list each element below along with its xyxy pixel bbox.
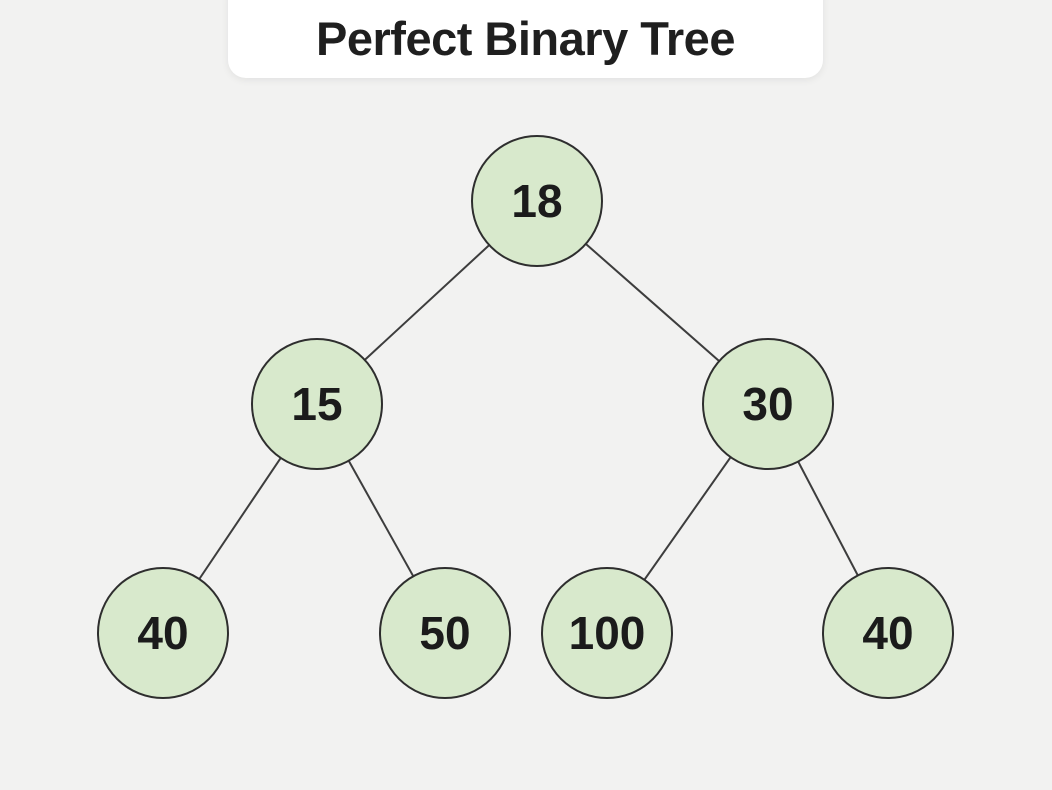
title-banner: Perfect Binary Tree: [228, 0, 823, 78]
node-value: 30: [742, 378, 794, 430]
node-value: 40: [862, 607, 914, 659]
node-value: 50: [419, 607, 471, 659]
tree-node-RR: 40: [822, 567, 954, 699]
node-value: 18: [511, 175, 563, 227]
tree-node-LR: 50: [379, 567, 511, 699]
node-value: 15: [291, 378, 343, 430]
diagram-title: Perfect Binary Tree: [316, 11, 735, 65]
node-value: 40: [137, 607, 189, 659]
tree-node-RL: 100: [541, 567, 673, 699]
tree-node-LL: 40: [97, 567, 229, 699]
tree-node-R: 30: [702, 338, 834, 470]
tree-node-L: 15: [251, 338, 383, 470]
node-value: 100: [568, 607, 646, 659]
tree-node-root: 18: [471, 135, 603, 267]
